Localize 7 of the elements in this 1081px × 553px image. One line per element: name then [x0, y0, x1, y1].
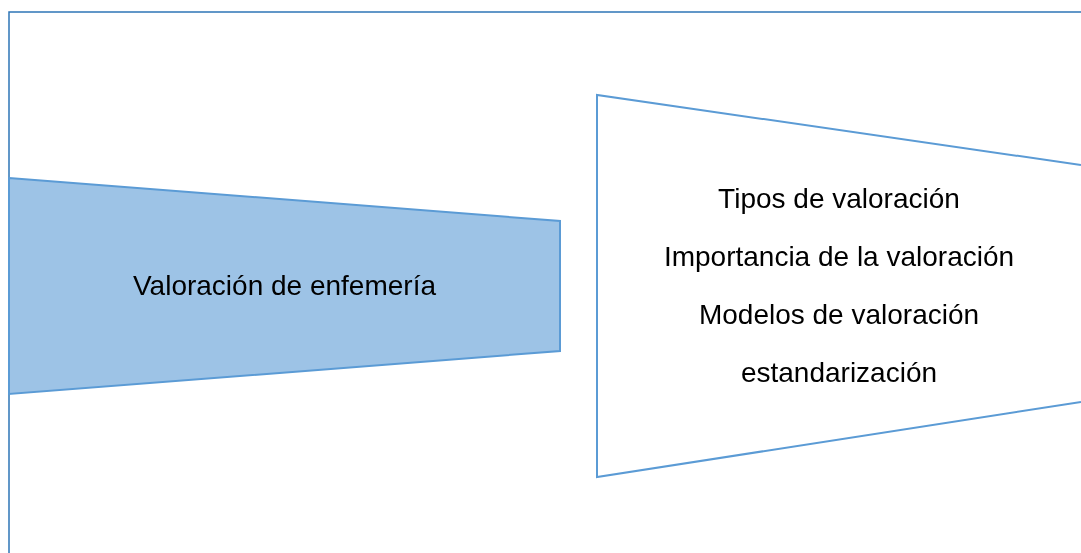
node-text: Tipos de valoración — [718, 182, 960, 216]
trapezoid-shape — [597, 95, 1081, 477]
trapezoid-shape — [9, 178, 560, 394]
node-text: Modelos de valoración — [698, 298, 980, 332]
node-text: Importancia de la valoración — [663, 240, 1015, 274]
node-text: estandarización — [740, 356, 938, 390]
node-text: Valoración de enfemería — [133, 269, 436, 303]
